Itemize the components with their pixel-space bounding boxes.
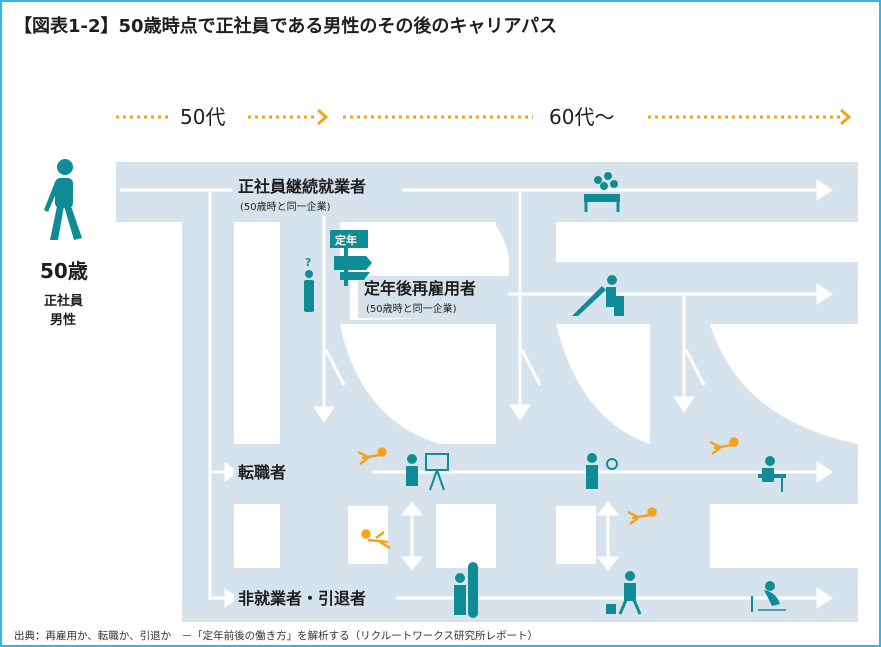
arrow-rehired-down-head [673,396,695,413]
road-continued-top [116,162,858,192]
road-curve-1 [340,324,440,444]
arrow-updown-60s-up [596,501,620,516]
lane-continued-label: 正社員継続就業者 [238,177,366,196]
figure-title: 【図表1-2】50歳時点で正社員である男性のその後のキャリアパス [14,16,558,37]
traveler-icon [606,571,642,615]
arrow-50s-diag [324,349,346,386]
block-g [240,506,280,564]
meeting-icon [584,172,620,212]
label-bg-continued [232,172,402,216]
road-curve-4 [710,324,858,444]
person-status-2: 男性 [50,312,76,328]
road-curve-3 [556,324,650,444]
block-c [350,330,496,440]
desk-worker-icon [758,456,786,492]
arrow-50s-down-head [313,406,335,423]
runner-icon-2 [361,529,391,550]
gardener-icon [751,581,786,612]
block-i [440,506,490,564]
runner-icon-1 [357,447,387,465]
person-age: 50歳 [40,259,88,283]
signpost-icon [330,230,372,286]
road-job-change [234,444,858,504]
era-timeline [116,108,852,126]
walking-person-icon [44,159,82,240]
signpost-label: 定年 [335,233,357,247]
block-j [556,506,596,564]
arrow-to-retired-head [224,588,239,608]
lane-rehired-label: 定年後再雇用者 [363,279,476,298]
worker-stairs-icon [572,275,624,316]
runner-icon-4 [709,437,739,455]
label-bg-rehired [358,276,508,318]
era-arrowhead-1 [317,108,329,126]
standing-person-icon [454,562,478,618]
block-e [566,330,650,440]
road-trunk-edge [182,222,198,622]
arrow-updown-50s-down [400,556,424,571]
road-main-trunk [196,192,234,622]
arrow-jobchange-head [816,461,833,483]
label-bg-retired [234,586,396,610]
block-f [720,330,858,440]
arrow-updown-50s-up [400,501,424,516]
label-bg-jobchange [234,460,296,484]
block-k [710,506,858,564]
arrow-rehired-diag [684,349,706,386]
road-network [116,162,858,622]
arrow-60s-down-head [509,404,531,421]
lane-job-change-label: 転職者 [238,463,286,482]
arrow-updown-60s-down [596,556,620,571]
era-arrowhead-2 [840,108,852,126]
question-mark: ? [305,256,311,269]
thinking-person-icon [304,270,314,312]
block-a [240,226,280,440]
arrow-60s-diag [520,349,542,386]
arrow-continued-head [816,179,833,201]
runner-icon-3 [627,507,657,525]
source-note: 出典：再雇用か、転職か、引退か －「定年前後の働き方」を解析する（リクルートワー… [14,630,538,642]
arrow-rehired-head [816,283,833,305]
arrow-retired-head [816,587,833,609]
block-d [556,226,858,258]
era-label-50s: 50代 [180,105,225,129]
era-label-60s: 60代〜 [549,105,614,129]
lane-retired-label: 非就業者・引退者 [238,589,366,608]
presenter-icon [406,453,449,491]
arrow-to-jobchange-head [224,462,239,482]
lane-continued-sub: (50歳時と同一企業) [240,200,331,213]
chef-icon [586,453,618,489]
lane-rehired-sub: (50歳時と同一企業) [366,302,457,315]
person-status-1: 正社員 [44,293,83,309]
